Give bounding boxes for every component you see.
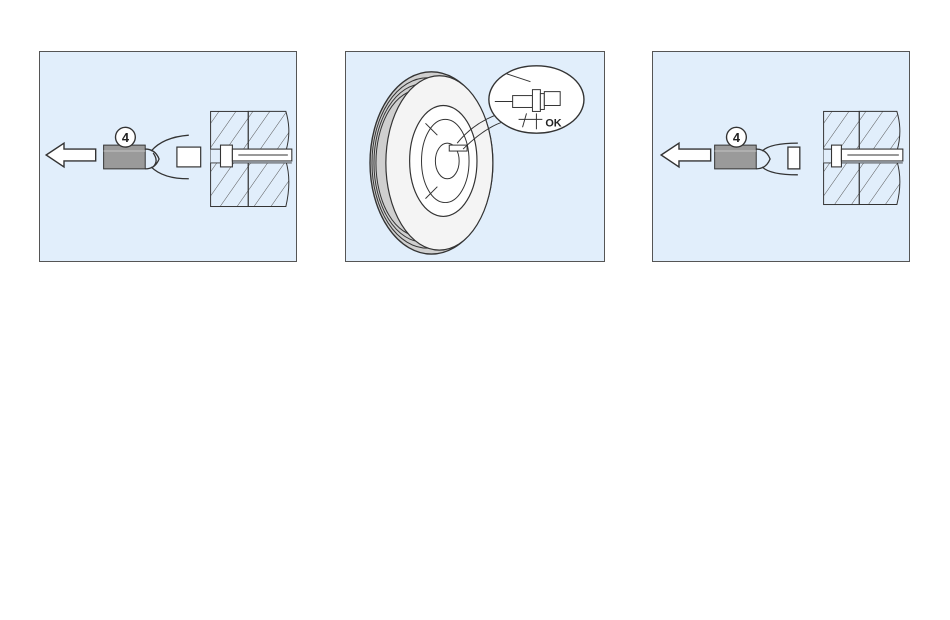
direction-arrow-icon	[661, 143, 711, 167]
panel-remove-adapter: 4	[39, 51, 297, 262]
adapter-body	[715, 145, 757, 169]
part-number-callout: 4	[116, 127, 136, 147]
part-number-callout: 4	[727, 127, 747, 147]
adapter-fork	[756, 143, 800, 175]
remove-adapter-illustration: 4	[40, 52, 296, 261]
status-ok-label: OK	[545, 117, 561, 129]
panel-check-valve: OK	[345, 51, 605, 262]
part-number-label: 4	[122, 130, 130, 145]
direction-arrow-icon	[46, 143, 96, 167]
tire-valve-illustration: OK	[346, 52, 604, 261]
part-number-label: 4	[733, 130, 741, 145]
valve-cap	[177, 147, 201, 167]
adapter-body	[104, 145, 146, 169]
tire	[370, 72, 493, 254]
valve-detail-callout: OK	[489, 66, 584, 133]
panel-remove-adapter-final: 4	[652, 51, 910, 262]
remove-adapter-final-illustration: 4	[653, 52, 909, 261]
